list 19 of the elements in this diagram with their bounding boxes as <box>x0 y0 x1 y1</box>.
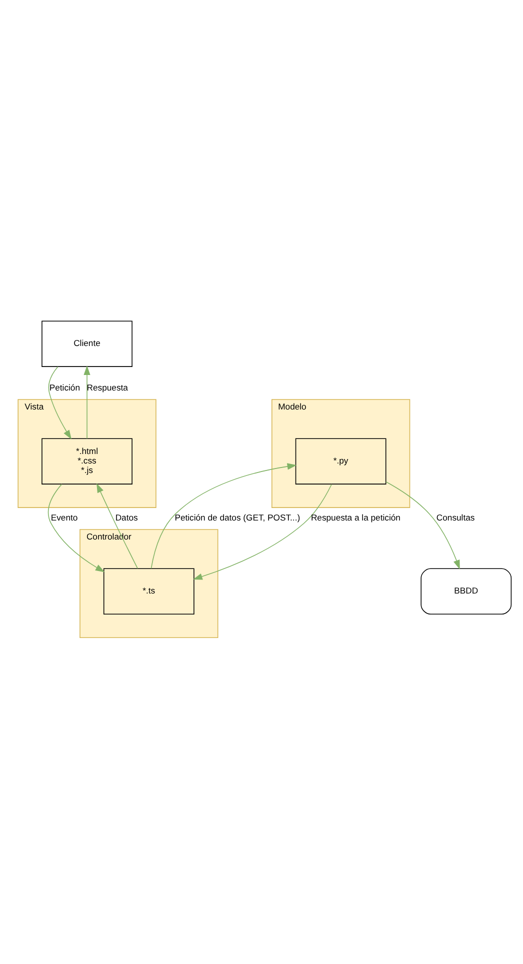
arrow <box>48 483 105 572</box>
node-box: BBDD <box>420 568 512 614</box>
node-box: *.html *.css *.js <box>42 438 132 484</box>
arrow <box>96 482 138 568</box>
edge-label: Petición de datos (GET, POST...) <box>174 512 300 522</box>
arrow <box>192 483 332 580</box>
node-box: *.py <box>295 438 386 484</box>
edge-label: Respuesta a la petición <box>310 512 400 522</box>
edge-label: Consultas <box>436 512 475 522</box>
arrow <box>150 462 297 568</box>
node-box: *.ts <box>103 568 194 614</box>
edge-label: Petición <box>49 382 80 392</box>
edge-label: Evento <box>50 512 78 522</box>
edge-label: Datos <box>115 512 138 522</box>
arrow <box>386 480 460 569</box>
arrow <box>84 365 90 438</box>
node-box: Cliente <box>42 320 132 366</box>
arrow <box>48 366 72 439</box>
edge-label: Respuesta <box>86 382 128 392</box>
